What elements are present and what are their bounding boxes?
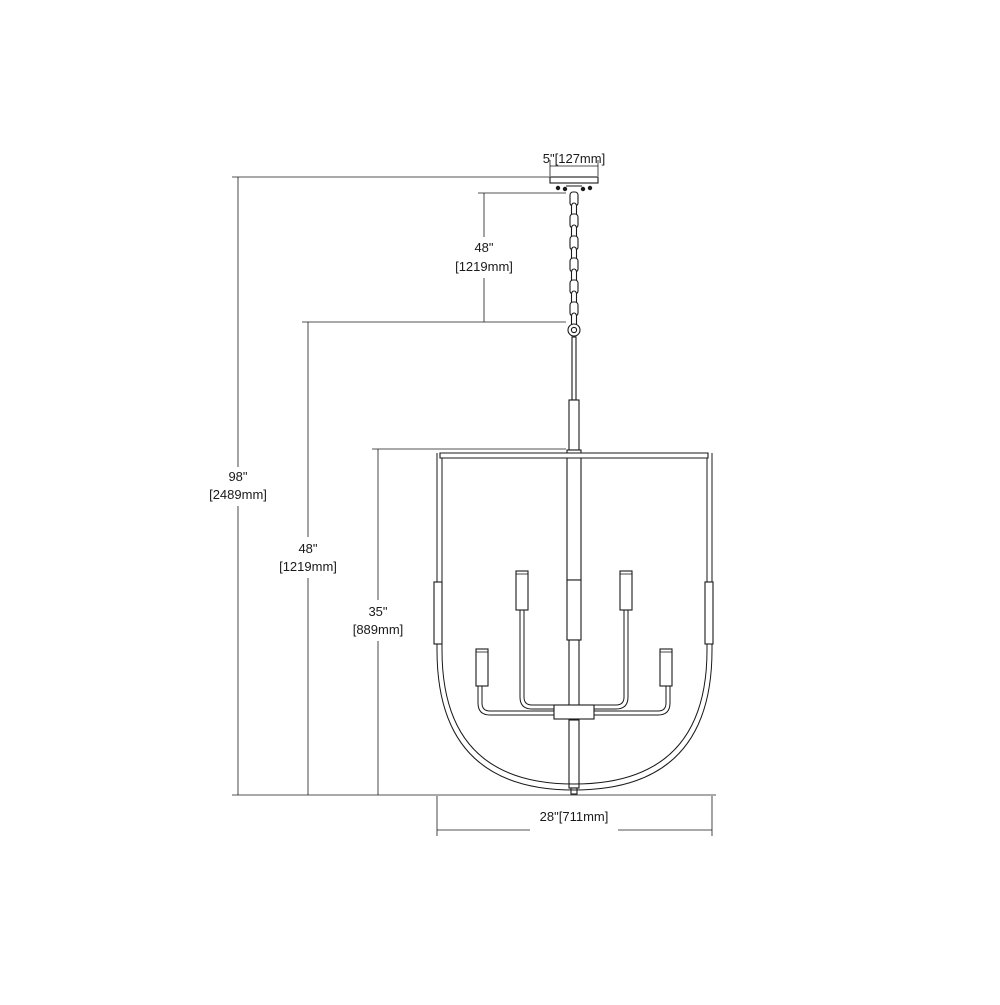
fixture-width-dimension: [436, 796, 713, 836]
canopy-width-label: 5"[127mm]: [543, 151, 605, 166]
chain-length-dimension: [478, 192, 566, 322]
fixture-height-dimension: [372, 448, 566, 795]
overall-height-metric: [2489mm]: [209, 487, 267, 502]
fixture-width-label: 28"[711mm]: [540, 809, 609, 824]
candle-left-outer: [475, 648, 489, 687]
overall-height-dimension: [232, 176, 550, 795]
chain: [569, 191, 579, 328]
downrod: [566, 336, 582, 795]
center-hub: [553, 704, 595, 720]
canopy: [549, 176, 599, 192]
fixture-height-imperial: 35": [368, 604, 387, 619]
min-height-imperial: 48": [298, 541, 317, 556]
candle-right-inner: [619, 570, 633, 611]
min-height-metric: [1219mm]: [279, 559, 337, 574]
chain-length-imperial: 48": [474, 240, 493, 255]
fixture-height-metric: [889mm]: [353, 622, 404, 637]
dimension-lines: [232, 160, 716, 836]
pendant-fixture: [433, 176, 714, 795]
candle-left-inner: [515, 570, 529, 611]
chain-length-metric: [1219mm]: [455, 259, 513, 274]
min-height-dimension: [302, 321, 566, 795]
candle-arms: [477, 610, 671, 716]
outer-frame: [433, 452, 714, 791]
dimension-labels: 5"[127mm] 48" [1219mm] 98" [2489mm] 48" …: [209, 151, 608, 824]
candle-right-outer: [659, 648, 673, 687]
canopy-width-dimension: [549, 160, 599, 176]
candle-sleeves: [475, 570, 673, 687]
overall-height-imperial: 98": [228, 469, 247, 484]
chain-loop: [567, 323, 581, 337]
